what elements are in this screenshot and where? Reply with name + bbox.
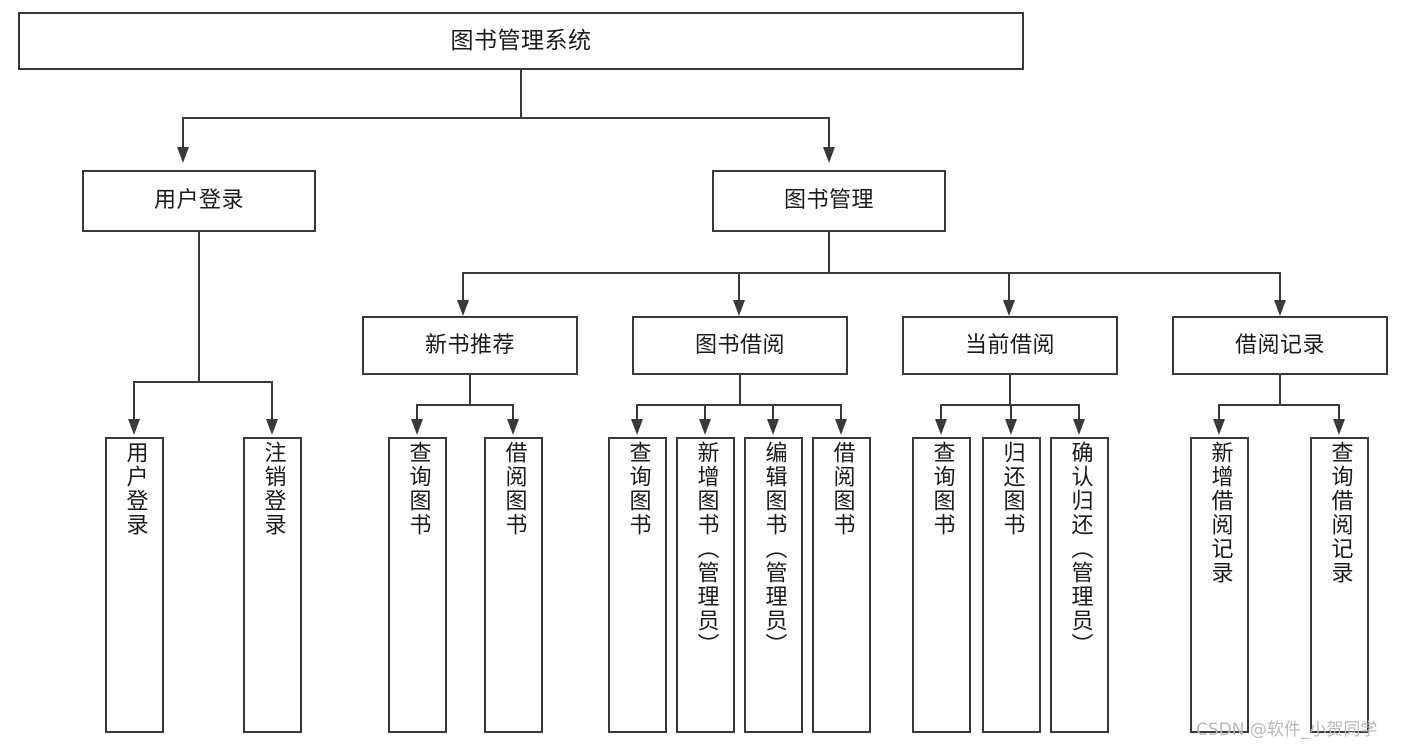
leaf-return-book[interactable]: 归还图书 bbox=[982, 437, 1041, 733]
connector-current-to-leaf-3 bbox=[1078, 404, 1080, 419]
node-label: 借阅图书 bbox=[829, 441, 855, 537]
node-label: 用户登录 bbox=[122, 441, 148, 537]
connector-root-to-user-login bbox=[182, 117, 184, 147]
connector-borrow-stem bbox=[739, 375, 741, 405]
leaf-logout[interactable]: 注销登录 bbox=[243, 437, 302, 733]
connector-new-books-to-leaf-2 bbox=[512, 404, 514, 419]
node-label: 新书推荐 bbox=[424, 332, 515, 358]
node-label: 图书借阅 bbox=[694, 332, 785, 358]
arrowhead-current-leaf-3 bbox=[1073, 419, 1085, 435]
connector-current-stem bbox=[1009, 375, 1011, 405]
node-label: 图书管理 bbox=[783, 188, 874, 214]
connector-current-to-leaf-1 bbox=[940, 404, 942, 419]
node-label: 查询图书 bbox=[625, 441, 651, 537]
arrowhead-book-mgmt-new-books bbox=[457, 300, 469, 316]
arrowhead-book-mgmt-borrow bbox=[733, 300, 745, 316]
connector-root-to-book-mgmt bbox=[828, 117, 830, 147]
connector-records-to-leaf-2 bbox=[1338, 404, 1340, 419]
node-label: 借阅记录 bbox=[1234, 332, 1325, 358]
node-label: 当前借阅 bbox=[964, 332, 1055, 358]
connector-user-login-bus bbox=[133, 381, 271, 383]
connector-book-mgmt-to-current bbox=[1008, 272, 1010, 300]
connector-borrow-to-leaf-4 bbox=[840, 404, 842, 419]
node-label: 新增借阅记录 bbox=[1207, 441, 1233, 585]
node-label: 确认归还（管理员） bbox=[1067, 441, 1093, 657]
connector-new-books-bus bbox=[416, 404, 513, 406]
arrowhead-new-books-leaf-1 bbox=[411, 419, 423, 435]
arrowhead-root-to-user-login bbox=[177, 147, 189, 163]
connector-root-stem bbox=[520, 70, 522, 118]
leaf-borrow-book[interactable]: 借阅图书 bbox=[812, 437, 871, 733]
leaf-borrow-books-new[interactable]: 借阅图书 bbox=[484, 437, 543, 733]
connector-new-books-to-leaf-1 bbox=[416, 404, 418, 419]
node-book-borrow[interactable]: 图书借阅 bbox=[632, 316, 848, 375]
arrowhead-user-login-leaf-2 bbox=[266, 419, 278, 435]
leaf-add-book-admin[interactable]: 新增图书（管理员） bbox=[676, 437, 735, 733]
connector-borrow-to-leaf-3 bbox=[772, 404, 774, 419]
arrowhead-book-mgmt-records bbox=[1274, 300, 1286, 316]
connector-borrow-to-leaf-1 bbox=[636, 404, 638, 419]
arrowhead-records-leaf-1 bbox=[1213, 419, 1225, 435]
leaf-user-login[interactable]: 用户登录 bbox=[105, 437, 164, 733]
node-root-system[interactable]: 图书管理系统 bbox=[18, 12, 1024, 70]
leaf-query-books-new[interactable]: 查询图书 bbox=[388, 437, 447, 733]
arrowhead-current-leaf-2 bbox=[1005, 419, 1017, 435]
node-label: 查询图书 bbox=[405, 441, 431, 537]
node-label: 用户登录 bbox=[153, 188, 244, 214]
node-new-book-recommend[interactable]: 新书推荐 bbox=[362, 316, 578, 375]
connector-records-to-leaf-1 bbox=[1218, 404, 1220, 419]
connector-root-bus bbox=[182, 117, 830, 119]
leaf-query-borrow-record[interactable]: 查询借阅记录 bbox=[1310, 437, 1369, 733]
arrowhead-root-to-book-mgmt bbox=[823, 147, 835, 163]
connector-book-mgmt-to-borrow bbox=[738, 272, 740, 300]
connector-book-mgmt-to-new-books bbox=[462, 272, 464, 300]
arrowhead-new-books-leaf-2 bbox=[507, 419, 519, 435]
connector-book-mgmt-stem bbox=[828, 232, 830, 273]
connector-new-books-stem bbox=[469, 375, 471, 405]
arrowhead-current-leaf-1 bbox=[935, 419, 947, 435]
node-label: 借阅图书 bbox=[501, 441, 527, 537]
leaf-add-borrow-record[interactable]: 新增借阅记录 bbox=[1190, 437, 1249, 733]
node-book-management[interactable]: 图书管理 bbox=[712, 170, 946, 232]
arrowhead-borrow-leaf-1 bbox=[631, 419, 643, 435]
connector-user-login-to-leaf-1 bbox=[133, 381, 135, 419]
node-user-login[interactable]: 用户登录 bbox=[82, 170, 316, 232]
leaf-query-books-borrow[interactable]: 查询图书 bbox=[608, 437, 667, 733]
connector-user-login-stem bbox=[198, 232, 200, 382]
node-label: 查询图书 bbox=[929, 441, 955, 537]
connector-user-login-to-leaf-2 bbox=[271, 381, 273, 419]
leaf-confirm-return-admin[interactable]: 确认归还（管理员） bbox=[1050, 437, 1109, 733]
arrowhead-borrow-leaf-4 bbox=[835, 419, 847, 435]
connector-current-to-leaf-2 bbox=[1010, 404, 1012, 419]
leaf-query-books-current[interactable]: 查询图书 bbox=[912, 437, 971, 733]
connector-records-stem bbox=[1279, 375, 1281, 405]
arrowhead-borrow-leaf-3 bbox=[767, 419, 779, 435]
arrowhead-user-login-leaf-1 bbox=[128, 419, 140, 435]
node-label: 注销登录 bbox=[260, 441, 286, 537]
connector-book-mgmt-to-records bbox=[1279, 272, 1281, 300]
node-label: 编辑图书（管理员） bbox=[761, 441, 787, 657]
connector-current-bus bbox=[940, 404, 1079, 406]
arrowhead-records-leaf-2 bbox=[1333, 419, 1345, 435]
node-label: 图书管理系统 bbox=[450, 27, 592, 54]
connector-records-bus bbox=[1218, 404, 1340, 406]
arrowhead-borrow-leaf-2 bbox=[699, 419, 711, 435]
node-current-borrow[interactable]: 当前借阅 bbox=[902, 316, 1118, 375]
connector-borrow-to-leaf-2 bbox=[704, 404, 706, 419]
connector-book-mgmt-bus bbox=[462, 272, 1280, 274]
node-label: 归还图书 bbox=[999, 441, 1025, 537]
leaf-edit-book-admin[interactable]: 编辑图书（管理员） bbox=[744, 437, 803, 733]
arrowhead-book-mgmt-current bbox=[1003, 300, 1015, 316]
node-label: 查询借阅记录 bbox=[1327, 441, 1353, 585]
node-label: 新增图书（管理员） bbox=[693, 441, 719, 657]
connector-borrow-bus bbox=[636, 404, 841, 406]
node-borrow-records[interactable]: 借阅记录 bbox=[1172, 316, 1388, 375]
